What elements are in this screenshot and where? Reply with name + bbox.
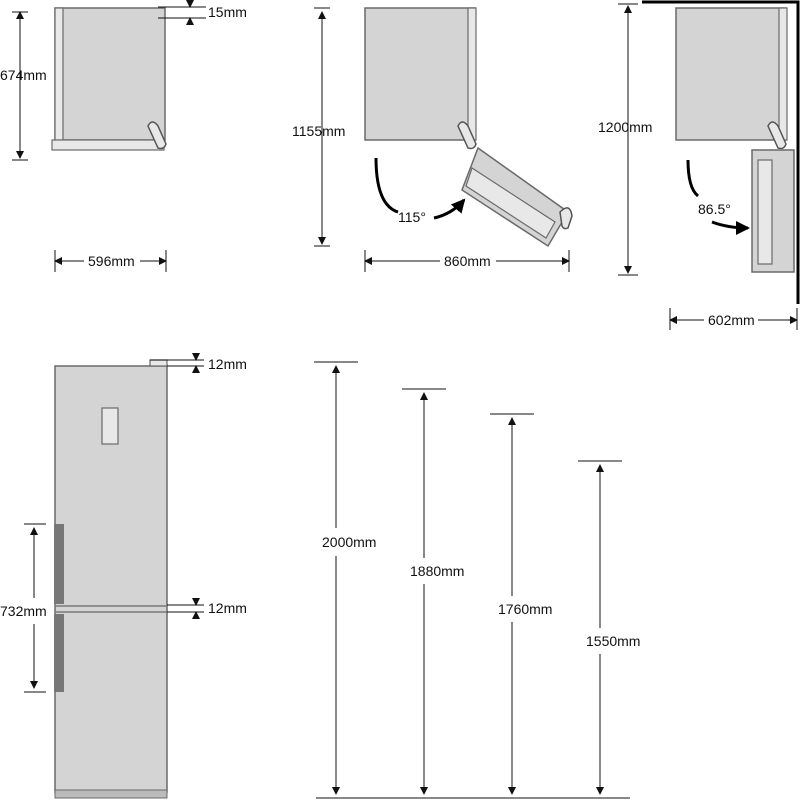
fridge-door-edge [51,139,165,151]
depth-label: 1155mm [292,123,345,139]
fridge-side-panel [54,7,64,141]
height-2000: 2000mm [314,361,376,795]
height-dimensions: 2000mm 1880mm 1760mm 1550mm [314,361,640,799]
door-handle-open [559,207,573,230]
top-gap-label: 12mm [208,356,247,372]
door-handle [147,121,167,150]
top-view-door-115: 1155mm 115° 860mm [292,7,573,272]
door-handle [767,121,787,150]
front-view: 12mm 12mm 732mm [0,353,247,799]
fridge-top-edge [149,359,168,367]
door-handle [457,121,477,150]
opening-angle-arc [374,157,399,214]
door-gap-label: 15mm [208,4,247,20]
mid-gap-label: 12mm [208,600,247,616]
height-1880: 1880mm [402,388,464,795]
fridge-side-panel [778,7,788,141]
top-view-door-86: 1200mm 86.5° 602mm [598,0,800,330]
angle-label: 115° [398,209,426,225]
height-label: 2000mm [322,534,376,550]
handle-span-label: 732mm [0,603,47,619]
fridge-body-top [675,7,787,141]
display-panel [101,407,119,445]
fridge-base [54,789,168,799]
height-label: 1880mm [410,563,464,579]
width-label: 596mm [88,253,135,269]
fridge-body-top [54,7,166,141]
opening-angle-arc [686,159,700,198]
width-label: 602mm [708,312,755,328]
height-1760: 1760mm [490,413,552,795]
top-view-door-closed: 674mm 15mm 596mm [0,0,247,272]
lower-handle [54,614,64,692]
height-1550: 1550mm [578,460,640,795]
wall [642,0,800,304]
opening-angle-arrow [711,220,750,235]
depth-label: 674mm [0,67,47,83]
depth-label: 1200mm [598,119,652,135]
width-label: 860mm [444,253,491,269]
height-label: 1550mm [586,633,640,649]
height-label: 1760mm [498,601,552,617]
opening-angle-arrow [433,198,466,220]
upper-handle [54,524,64,604]
fridge-body-top [364,7,476,141]
angle-label: 86.5° [698,201,731,217]
open-door-inner [465,167,556,239]
open-door-inner [757,159,773,265]
fridge-side-panel [467,7,477,141]
